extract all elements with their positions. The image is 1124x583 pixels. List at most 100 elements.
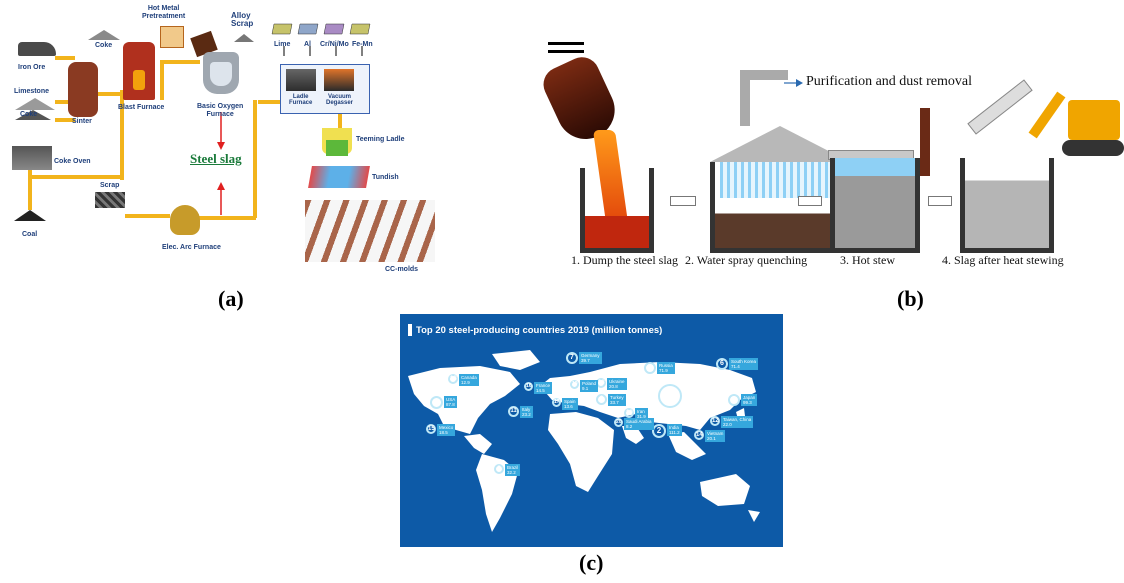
panel-a: Hot Metal Pretreatment Alloy Scrap Coke … [0, 0, 470, 311]
panel-b-letter: (b) [897, 286, 924, 311]
bof-label: Basic Oxygen Furnace [197, 103, 244, 118]
red-arrows [217, 112, 225, 215]
rank-badge: 9 [494, 464, 504, 474]
ladle-furnace-label: Ladle Furnace [289, 94, 313, 106]
limestone-pile [15, 98, 55, 110]
country-value: 99.3 [743, 400, 752, 405]
country-name: Saudi Arabia [626, 419, 652, 424]
panel-c: Top 20 steel-producing countries 2019 (m… [400, 314, 783, 547]
country-name: Japan [743, 395, 756, 400]
pit-4-lid [967, 79, 1033, 135]
country-name: South Korea [731, 359, 757, 364]
country-value: 87.8 [446, 402, 455, 407]
country-name: Canada [461, 375, 477, 380]
rank-badge: 17 [552, 398, 561, 407]
crnimo-label: Cr/Ni/Mo [320, 41, 349, 48]
cc-molds-label: CC-molds [385, 266, 419, 273]
coke-oven-label: Coke Oven [54, 158, 91, 165]
rank-badge: 16 [524, 382, 533, 391]
pipe [338, 112, 342, 132]
rank-badge: 4 [430, 396, 443, 409]
country-name: Ukraine [609, 379, 625, 384]
rank-badge: 14 [694, 430, 704, 440]
pit-4 [960, 158, 1054, 253]
coke-top-label: Coke [95, 42, 113, 49]
crane-rail [548, 42, 584, 45]
pipe [55, 100, 75, 104]
alloy-scrap-pile [234, 34, 254, 42]
country-value: 20.8 [609, 384, 618, 389]
pipe [160, 60, 164, 100]
country-value: 996.3 [685, 397, 706, 406]
pit-1 [580, 168, 654, 253]
country-value: 20.1 [707, 436, 716, 441]
country-name: Iran [637, 409, 645, 414]
country-value: 31.9 [637, 414, 646, 419]
coke-pile [15, 110, 51, 120]
alloy-scrap-label: Alloy Scrap [231, 11, 254, 28]
country-name: France [536, 383, 551, 388]
cc-molds [305, 200, 435, 262]
purification-label: Purification and dust removal [806, 74, 973, 89]
lime-label: Lime [274, 41, 291, 48]
hot-metal-label: Hot Metal Pretreatment [142, 5, 186, 20]
pipe [120, 90, 124, 180]
panel-a-letter: (a) [218, 286, 244, 311]
pipe [55, 118, 75, 122]
coke-top-pile [88, 30, 120, 40]
ladle-furnace [286, 69, 316, 91]
excavator-track [1062, 140, 1124, 156]
world-map [408, 350, 760, 532]
coal-label: Coal [22, 231, 38, 238]
rank-badge: 5 [644, 362, 656, 374]
rank-badge: 11 [508, 406, 519, 417]
rank-badge: 3 [728, 394, 740, 406]
alloy-additions [271, 23, 371, 56]
step-1-label: 1. Dump the steel slag [571, 253, 678, 267]
step-4-label: 4. Slag after heat stewing [942, 253, 1064, 267]
arrow-3 [928, 196, 952, 206]
rank-badge: 1 [658, 384, 682, 408]
al-label: Al [304, 41, 311, 48]
hood [710, 126, 850, 162]
country-value: 14.5 [536, 388, 545, 393]
crane-rail [548, 50, 584, 53]
coal-pile [14, 210, 46, 221]
country-name: Vietnam [707, 431, 724, 436]
country-name: Turkey [610, 395, 624, 400]
country-name: Taiwan, China [723, 417, 752, 422]
rank-badge: 20 [614, 418, 623, 427]
vacuum-degasser-label: Vacuum Degasser [326, 94, 354, 106]
pretreatment-ladle [160, 26, 184, 48]
pipe [55, 56, 75, 60]
vacuum-degasser [324, 69, 354, 91]
country-value: 22.0 [723, 422, 732, 427]
pipe [253, 100, 257, 218]
country-name: Brazil [507, 465, 519, 470]
country-name: China [685, 388, 706, 397]
pipe [98, 92, 126, 96]
excavator-arm [1028, 91, 1066, 139]
country-value: 18.5 [439, 430, 448, 435]
pit-3 [830, 158, 920, 253]
country-value: 33.7 [610, 400, 619, 405]
pit-2 [710, 162, 850, 253]
country-value: 111.2 [669, 430, 680, 435]
rank-badge: 6 [716, 358, 728, 370]
country-name: Germany [581, 353, 600, 358]
sinter-label: Sinter [72, 118, 92, 125]
country-name: Russia [659, 363, 673, 368]
country-value: 71.9 [659, 368, 668, 373]
teeming-ladle-base [326, 140, 348, 156]
